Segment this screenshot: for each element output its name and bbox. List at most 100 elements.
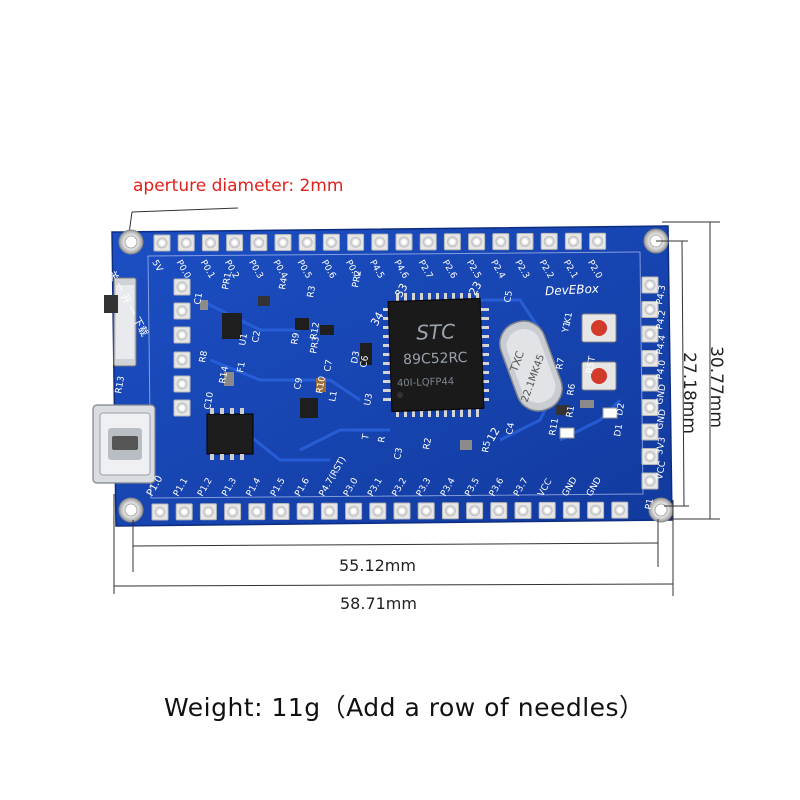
component-label: D1: [613, 423, 625, 437]
header-pad: [272, 503, 290, 520]
header-pad: [201, 234, 219, 252]
dimension-lines: [113, 221, 720, 596]
header-pad: [371, 233, 389, 251]
header-pad: [641, 350, 659, 367]
header-pad: [395, 233, 413, 251]
header-pad: [611, 501, 629, 519]
component-label: U3: [363, 393, 375, 407]
pin-label: P4.4: [655, 334, 668, 355]
header-pads-top: [153, 232, 607, 252]
pin-label: P4.3: [655, 284, 668, 305]
component-label: R10: [315, 375, 328, 394]
component-label: P1: [644, 498, 656, 511]
tactile-buttons: [581, 313, 617, 391]
slide-switch: [104, 277, 137, 367]
header-pad: [641, 325, 659, 343]
component-label: R11: [548, 417, 561, 436]
component-label: R14: [218, 365, 231, 384]
header-pad: [173, 278, 191, 296]
header-pad: [199, 503, 217, 521]
header-pad: [540, 232, 558, 250]
header-pad: [250, 234, 268, 252]
header-pad: [514, 502, 532, 519]
header-pad: [466, 502, 484, 520]
header-pad: [641, 399, 659, 416]
mcu-chip: STC 89C52RC 40I-LQFP44: [383, 293, 489, 417]
small-components: [200, 296, 594, 450]
pin-label: 3V3: [655, 436, 668, 455]
component-label: T: [361, 433, 372, 442]
mcu-model: 89C52RC: [403, 350, 468, 368]
pin-count-12: 12: [484, 425, 502, 444]
header-pad: [173, 351, 191, 369]
component-label: Y1: [561, 321, 573, 335]
component-label: K1: [563, 311, 575, 324]
inner-width-label: 55.12mm: [339, 556, 416, 575]
component-label: PR3: [309, 336, 322, 355]
pin-label: P4.2: [655, 309, 668, 330]
header-pad: [151, 503, 169, 521]
component-label: L1: [328, 390, 340, 402]
header-pad: [641, 301, 659, 318]
pin-count-33: 33: [392, 281, 410, 300]
header-pad: [538, 501, 556, 519]
header-pad: [298, 233, 316, 251]
header-pad: [589, 232, 607, 250]
pin-label: VCC: [655, 460, 668, 480]
component-label: R2: [422, 437, 434, 451]
header-pad: [641, 276, 659, 294]
header-pad: [173, 375, 191, 393]
component-label: R8: [198, 350, 210, 364]
weight-caption: Weight: 11g（Add a row of needles）: [164, 693, 645, 722]
component-label: R: [377, 436, 388, 444]
pin-count-23: 23: [466, 279, 484, 298]
component-label: C9: [293, 377, 305, 391]
component-label: C7: [323, 359, 335, 373]
header-pad: [490, 502, 508, 520]
header-pad: [347, 233, 365, 251]
component-label: D3: [350, 350, 362, 364]
header-pad: [492, 233, 510, 251]
header-pad: [173, 302, 191, 320]
header-pad: [468, 233, 486, 251]
component-label: RST: [585, 355, 598, 374]
component-label: R5: [481, 440, 493, 454]
component-label: U1: [238, 333, 250, 347]
header-pad: [641, 423, 659, 441]
mounting-holes: [118, 228, 674, 523]
header-pad: [224, 503, 242, 521]
voltage-regulator-chip: [206, 408, 254, 460]
header-pad: [562, 501, 580, 519]
outer-height-label: 30.77mm: [705, 346, 726, 428]
header-pads-bottom: [151, 501, 629, 521]
header-pad: [641, 472, 659, 490]
component-label: R6: [566, 383, 578, 397]
component-label: R13: [114, 375, 127, 394]
component-label: C3: [393, 447, 405, 461]
component-label: C2: [251, 330, 263, 344]
header-pad: [564, 232, 582, 250]
header-pad: [641, 374, 659, 392]
header-pad: [153, 234, 171, 252]
pin-count-34: 34: [368, 310, 386, 329]
component-label: C10: [203, 391, 216, 410]
aperture-diameter-label: aperture diameter: 2mm: [133, 176, 344, 196]
header-pad: [274, 234, 292, 251]
inner-height-label: 27.18mm: [678, 352, 699, 434]
header-pad: [173, 326, 191, 344]
mcu-logo: STC: [416, 319, 456, 344]
header-pad: [322, 233, 340, 251]
outer-width-label: 58.71mm: [340, 594, 417, 613]
header-pad: [419, 233, 437, 251]
component-label: PR1: [221, 272, 234, 291]
header-pad: [441, 502, 459, 520]
header-pad: [369, 502, 387, 520]
header-pad: [345, 502, 363, 520]
header-pad: [248, 503, 266, 521]
component-label: R1: [565, 405, 577, 419]
leds: [559, 407, 618, 439]
brand-label: DevEBox: [545, 281, 601, 298]
pin-label: P4.0: [655, 359, 668, 380]
